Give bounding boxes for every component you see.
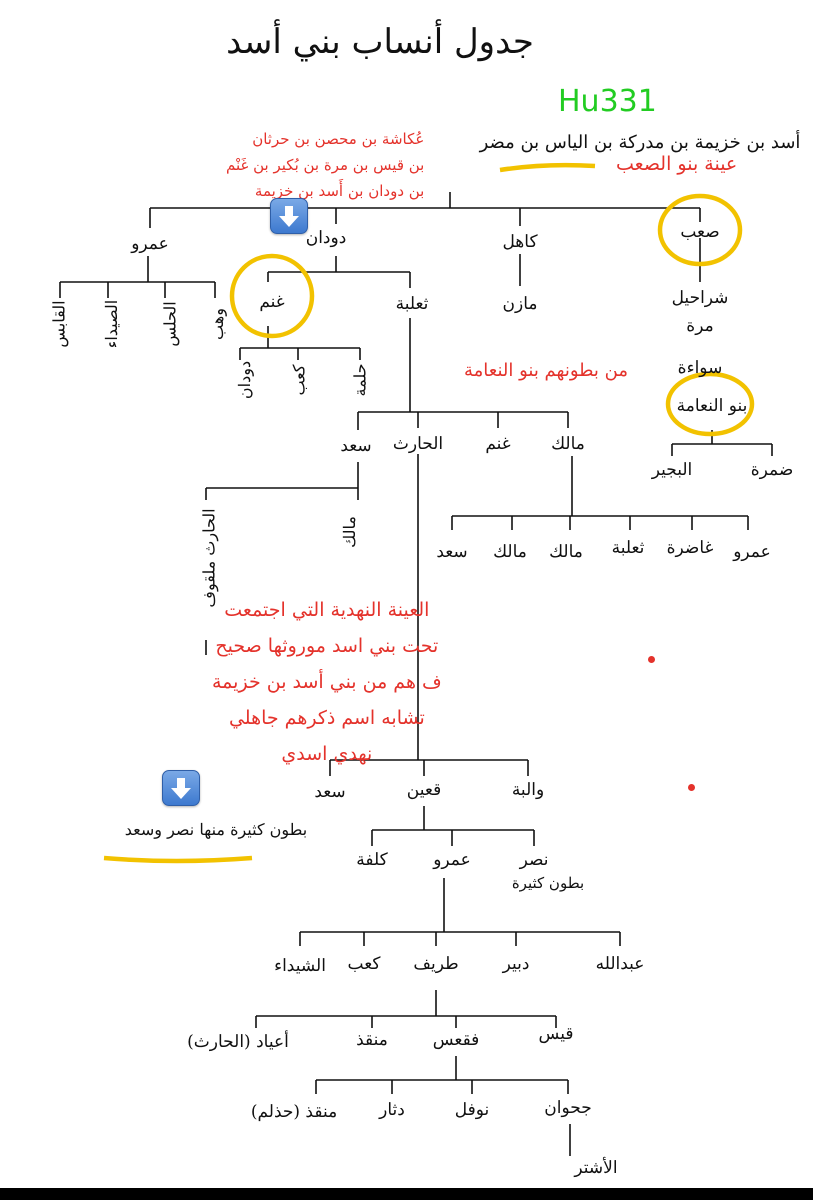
node-munqidh: منقذ [356, 1030, 388, 1050]
node-murra: مرة [686, 316, 714, 336]
node-thalaba: ثعلبة [395, 294, 429, 314]
annotation-ukasha-line-2: بن قيس بن مرة بن بُكير بن غَنْم [226, 156, 425, 174]
red-dot [688, 784, 695, 791]
annotation-nahdi: العينة النهدية التي اجتمعت تحت بني اسد م… [212, 592, 442, 772]
node-hulm: الحلس [160, 301, 180, 347]
annotation-sab: عينة بنو الصعب [616, 153, 738, 175]
node-harith-qu: الحارث ملقوف [199, 508, 219, 608]
annotation-naama: من بطونهم بنو النعامة [464, 360, 628, 381]
node-harith: الحارث [392, 434, 444, 454]
down-arrow-icon [162, 770, 200, 806]
node-wahb: وهب [207, 308, 227, 340]
node-faqas: فقعس [432, 1030, 480, 1050]
node-qabisa: القابس [49, 300, 69, 348]
node-kahil: كاهل [502, 232, 538, 252]
node-naama: بنو النعامة [676, 396, 748, 416]
annotation-ukasha: عُكاشة بن محصن بن حرثان بن قيس بن مرة بن… [226, 126, 424, 204]
highlight-underline-butun [103, 855, 253, 864]
bottom-bar [0, 1188, 813, 1200]
annotation-nahdi-line-2: تحت بني اسد موروثها صحيح [215, 635, 439, 657]
node-thalaba2: ثعلبة [611, 538, 645, 558]
node-tarif: طريف [413, 954, 459, 974]
node-amr2: عمرو [733, 542, 771, 562]
node-amr3: عمرو [433, 850, 471, 870]
node-ghanm: غنم [259, 292, 285, 312]
annotation-nahdi-line-5: نهدي اسدي [281, 743, 373, 765]
node-jahwan: جحوان [544, 1098, 592, 1118]
node-malik4: مالك [549, 542, 583, 562]
node-malik3: مالك [493, 542, 527, 562]
annotation-nahdi-line-4: تشابه اسم ذكرهم جاهلي [228, 707, 425, 729]
node-kaab: كعب [289, 364, 309, 396]
node-munqidh2: منقذ (حذلم) [250, 1102, 338, 1122]
highlight-circle-naama [665, 371, 755, 437]
node-aeyad: أعياد (الحارث) [187, 1032, 289, 1052]
node-dithar: دثار [379, 1100, 405, 1120]
root-lineage: أسد بن خزيمة بن مدركة بن الياس بن مضر [479, 132, 801, 153]
node-maazin: مازن [502, 294, 538, 314]
node-waliba: والبة [511, 780, 545, 800]
annotation-ukasha-line-1: عُكاشة بن محصن بن حرثان [252, 130, 425, 148]
highlight-circle-sab [657, 193, 743, 267]
chart-title: جدول أنساب بني أسد [226, 22, 534, 62]
highlight-marks [103, 162, 755, 864]
annotation-nahdi-line-3: ف هم من بني أسد بن خزيمة [212, 671, 442, 693]
node-dudan2: دودان [235, 360, 255, 400]
node-nawfal: نوفل [454, 1100, 490, 1120]
node-sawwaa: سواءة [677, 358, 723, 378]
annotation-nahdi-line-1: العينة النهدية التي اجتمعت [224, 599, 430, 621]
annotation-ukasha-line-3: بن دودان بن أَسد بن خزيمة [254, 182, 425, 200]
node-amr-top: عمرو [131, 234, 169, 254]
node-butun: بطون كثيرة منها نصر وسعد [124, 820, 308, 839]
node-sab: صعب [680, 222, 720, 242]
node-malik2: مالك [339, 516, 359, 548]
highlight-circle-ghanm [229, 253, 315, 339]
node-nasr: نصر [519, 850, 549, 870]
node-qais: قيس [538, 1024, 574, 1044]
tree-branches [59, 192, 773, 1156]
highlight-underline-root [499, 162, 596, 173]
node-saad2: سعد [436, 542, 468, 562]
down-arrow-icon [270, 198, 308, 234]
node-dubair: دبير [502, 954, 530, 974]
node-shaida: الشيداء [274, 956, 326, 976]
node-butun2: بطون كثيرة [511, 874, 585, 892]
node-hulm2: حلمة [350, 363, 370, 397]
watermark: Hu331 [558, 84, 657, 119]
node-malik: مالك [551, 434, 585, 454]
node-dudan: دودان [305, 228, 347, 248]
node-saad: سعد [340, 436, 372, 456]
node-ashtar: الأشتر [574, 1158, 618, 1178]
node-shuraila: شراحيل [671, 288, 729, 308]
node-ghadira: غاضرة [666, 538, 714, 558]
red-dot [648, 656, 655, 663]
node-abdallah: عبدالله [595, 954, 645, 974]
node-qais-top: قعين [406, 780, 442, 800]
node-kaab2: كعب [347, 954, 381, 974]
node-kulfa: كلفة [356, 850, 388, 870]
node-ghanm2: غنم [485, 434, 511, 454]
node-sumra: ضمرة [750, 460, 794, 480]
node-maalik-a: الصيداء [102, 299, 122, 349]
node-saad3: سعد [314, 782, 346, 802]
node-bujair: البجير [651, 460, 693, 480]
